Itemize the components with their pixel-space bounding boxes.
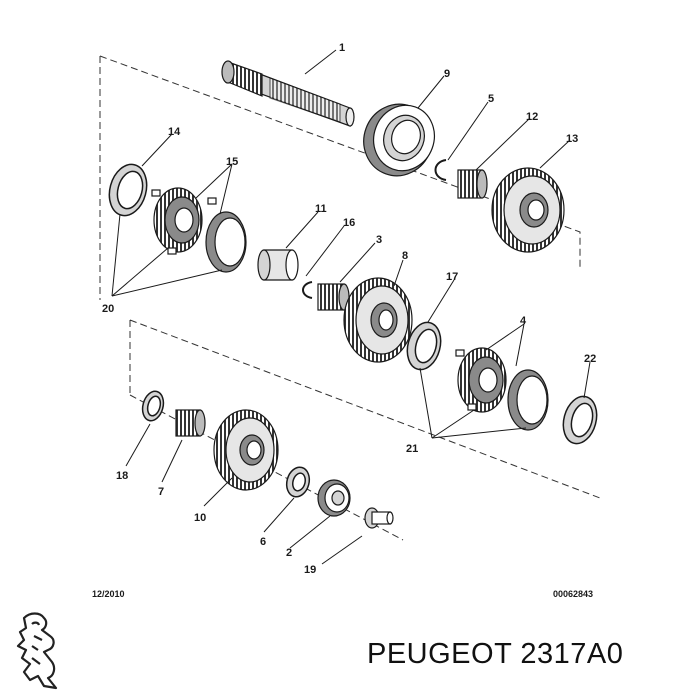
part-8-gear — [343, 277, 413, 363]
callout-11: 11 — [315, 203, 327, 215]
part-16-circlip — [302, 281, 313, 299]
part-6-washer — [285, 466, 311, 498]
callout-16: 16 — [343, 217, 355, 229]
part-5-circlip — [434, 159, 447, 181]
part-19-bolt — [364, 507, 394, 529]
part-9-bearing — [363, 103, 435, 177]
callout-2: 2 — [286, 547, 292, 559]
part-10-gear — [213, 409, 279, 491]
callout-labels: 1 9 5 12 13 14 15 11 16 3 8 17 4 22 20 2… — [102, 42, 596, 576]
part-14-synchro-ring — [108, 163, 148, 217]
reference-code: 00062843 — [553, 589, 593, 599]
callout-3: 3 — [376, 234, 382, 246]
callout-19: 19 — [304, 564, 316, 576]
callout-20: 20 — [102, 303, 114, 315]
part-7-needle-bearing — [175, 409, 206, 437]
date-code: 12/2010 — [92, 589, 125, 599]
callout-5: 5 — [488, 93, 494, 105]
callout-17: 17 — [446, 271, 458, 283]
part-11-spacer — [257, 249, 299, 281]
brand-part-number: PEUGEOT 2317A0 — [367, 638, 624, 670]
callout-9: 9 — [444, 68, 450, 80]
callout-13: 13 — [566, 133, 578, 145]
part-15-synchro-hub — [151, 187, 247, 273]
peugeot-lion-logo-icon — [16, 612, 58, 690]
part-12-needle-bearing — [457, 169, 488, 199]
callout-21: 21 — [406, 443, 418, 455]
part-13-gear — [491, 167, 565, 253]
part-4-synchro-hub — [455, 347, 549, 431]
callout-8: 8 — [402, 250, 408, 262]
leader-lines — [111, 49, 591, 565]
assembly-axis-lines — [99, 55, 601, 541]
callout-18: 18 — [116, 470, 128, 482]
callout-4: 4 — [520, 315, 527, 327]
part-3-needle-bearing — [317, 283, 350, 311]
callout-14: 14 — [168, 126, 181, 138]
callout-22: 22 — [584, 353, 596, 365]
callout-7: 7 — [158, 486, 164, 498]
part-22-synchro-ring — [562, 395, 598, 445]
callout-10: 10 — [194, 512, 206, 524]
callout-15: 15 — [226, 156, 238, 168]
part-17-synchro-ring — [406, 321, 442, 371]
part-2-bearing — [317, 479, 351, 517]
callout-1: 1 — [339, 42, 345, 54]
callout-12: 12 — [526, 111, 538, 123]
part-18-washer — [141, 390, 165, 422]
part-1-input-shaft — [221, 60, 355, 127]
callout-6: 6 — [260, 536, 266, 548]
